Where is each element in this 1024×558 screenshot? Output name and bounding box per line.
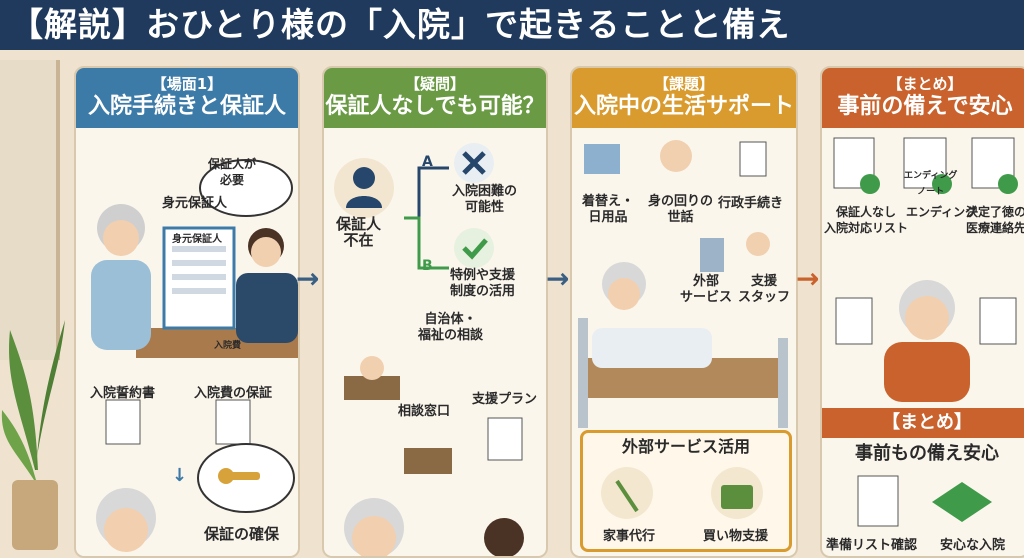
branch-a-label: A: [422, 154, 433, 170]
doc-fee-tag: 入院費: [214, 341, 242, 351]
panel-header: 【まとめ】 事前の備えで安心: [822, 68, 1024, 128]
support-personal-care: 身の回りの世話: [648, 194, 714, 225]
panel-tag: 【場面1】: [151, 75, 223, 93]
flow-arrow-1: →: [296, 262, 320, 295]
result-guarantee-secured: 保証の確保: [204, 525, 280, 543]
summary-illustration: [833, 137, 1018, 402]
result-special-support: 特例や支援制度の活用: [450, 268, 516, 299]
panel-summary: 【まとめ】 事前の備えで安心 エンディングノート 保証人なし入院対応リスト エン…: [820, 66, 1024, 558]
panel-admission-guarantor: 【場面1】 入院手続きと保証人 保証人が必要 身元保証人 身元保証人 入院誓約書…: [74, 66, 300, 558]
sub-summary-safe-admission: 安心な入院: [940, 538, 1006, 553]
summary-no-guarantor-list: 保証人なし入院対応リスト: [824, 205, 909, 235]
branch-illustration: [334, 143, 524, 556]
panel-heading: 入院中の生活サポート: [573, 94, 794, 119]
panel-tag: 【課題】: [653, 75, 714, 93]
sub-summary-heading: 事前もの備え安心: [855, 443, 999, 464]
flow-arrow-2: →: [546, 262, 570, 295]
external-service-box: 外部サービス活用 家事代行 買い物支援: [580, 430, 792, 552]
support-admin-procedures: 行政手続き: [718, 196, 784, 211]
service-shopping: 買い物支援: [703, 529, 769, 544]
page-title: 【解説】おひとり様の「入院」で起きることと備え: [0, 0, 1024, 50]
sub-summary-icons: [857, 475, 992, 527]
form-label: 身元保証人: [172, 234, 222, 245]
flow-arrow-3: →: [796, 262, 820, 295]
consultation-window: 相談窓口: [398, 404, 451, 419]
background-window: [0, 60, 60, 360]
panel-tag: 【まとめ】: [887, 75, 963, 93]
sub-summary-tag: 【まとめ】: [822, 408, 1024, 438]
person-no-guarantor: 保証人不在: [336, 215, 382, 249]
speech-bubble-text: 保証人が必要: [208, 157, 257, 187]
panel-tag: 【疑問】: [404, 75, 465, 93]
support-plan: 支援プラン: [472, 392, 538, 407]
panel-header: 【課題】 入院中の生活サポート: [572, 68, 796, 128]
down-arrow: ↓: [172, 465, 188, 486]
doc-fee-guarantee: 入院費の保証: [194, 386, 273, 401]
external-service-title: 外部サービス活用: [621, 437, 750, 456]
panel-heading: 入院手続きと保証人: [87, 94, 286, 119]
summary-ending-note: エンディング: [906, 205, 978, 219]
panel-header: 【場面1】 入院手続きと保証人: [76, 68, 298, 128]
sub-summary-checklist: 準備リスト確認: [826, 538, 918, 553]
admission-scene-illustration: [91, 159, 298, 552]
plant-illustration: [1, 320, 65, 550]
support-clothes: 着替え・日用品: [582, 194, 635, 225]
branch-b-label: B: [422, 258, 433, 274]
form-title: 身元保証人: [162, 196, 228, 211]
panel-life-support: 【課題】 入院中の生活サポート 着替え・日用品 身の回りの世話 行政手続き 外部…: [570, 66, 798, 558]
summary-medical-contact: 決定了徳の医療連絡先: [966, 205, 1024, 235]
service-icons: [601, 467, 763, 519]
consult-municipality: 自治体・福祉の相談: [418, 312, 484, 343]
ending-note-cover: エンディングノート: [904, 171, 958, 197]
doc-admission-pledge: 入院誓約書: [90, 386, 156, 401]
panel-without-guarantor: 【疑問】 保証人なしでも可能？ 保証人不在 A B 入院困難の可能性 特例や支援…: [322, 66, 548, 558]
panel-header: 【疑問】 保証人なしでも可能？: [324, 68, 546, 128]
service-housekeeping: 家事代行: [603, 529, 656, 544]
panel-heading: 保証人なしでも可能？: [325, 94, 545, 119]
panel-heading: 事前の備えで安心: [837, 94, 1013, 119]
support-staff: 支援スタッフ: [738, 274, 791, 305]
support-external-service: 外部サービス: [680, 274, 733, 305]
hospital-bed-illustration: [578, 140, 788, 428]
result-admission-difficult: 入院困難の可能性: [452, 184, 518, 215]
